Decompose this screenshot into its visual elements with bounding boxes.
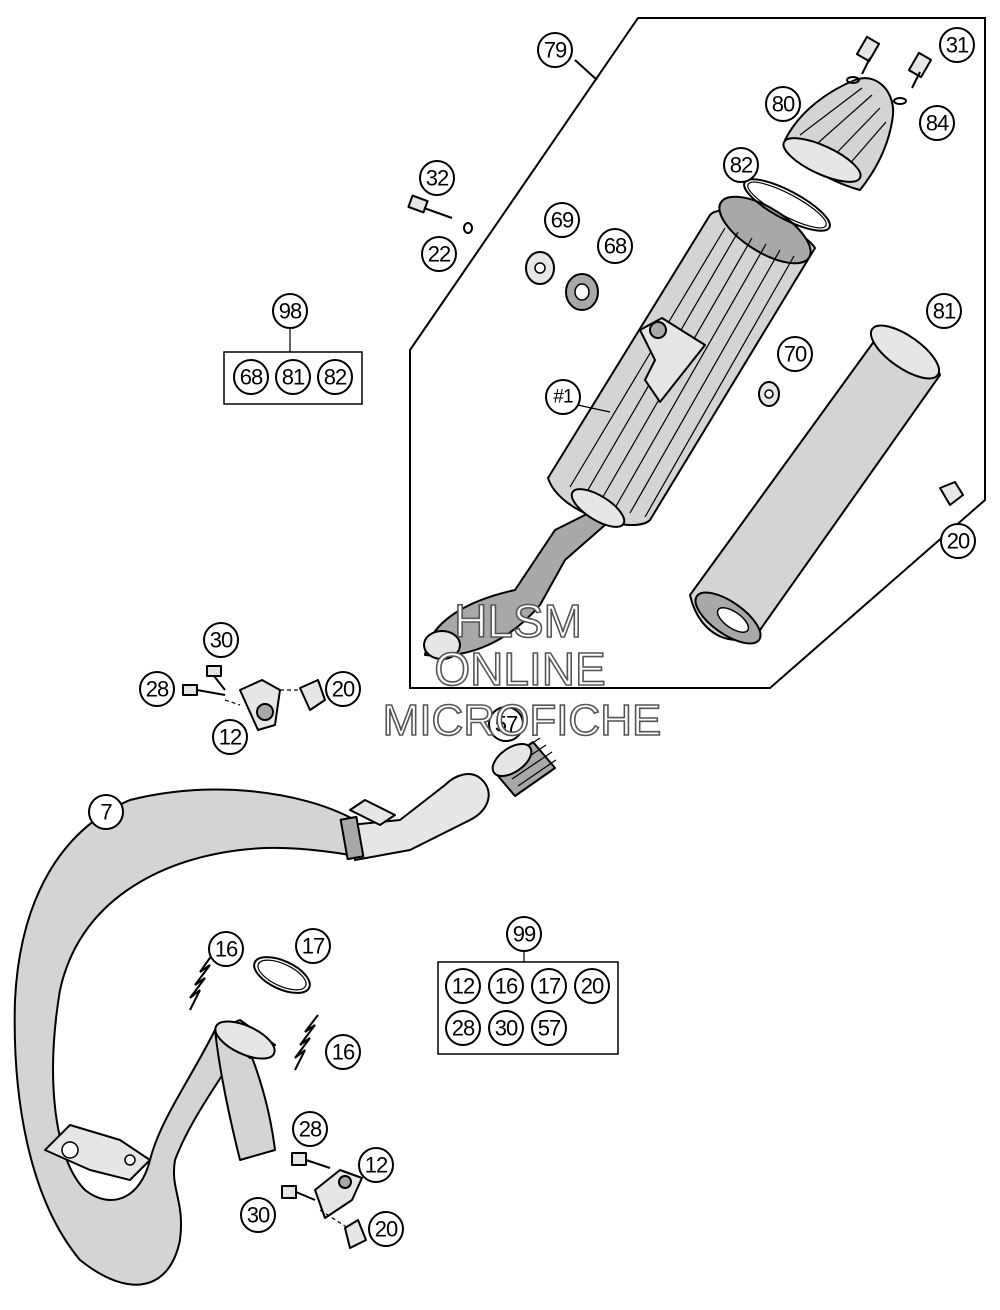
watermark-line1: HLSM xyxy=(454,595,582,647)
callout-32: 32 xyxy=(419,160,455,196)
svg-text:81: 81 xyxy=(282,365,305,390)
kit-99-item: 17 xyxy=(531,968,567,1004)
exhaust-pipe xyxy=(13,773,490,1286)
screws-upper xyxy=(407,35,964,506)
svg-text:81: 81 xyxy=(933,299,956,324)
svg-text:82: 82 xyxy=(324,365,347,390)
svg-text:30: 30 xyxy=(210,628,233,653)
svg-text:7: 7 xyxy=(100,800,112,825)
callout-20c: 20 xyxy=(368,1211,404,1247)
kit-98-label: 98 xyxy=(272,293,308,329)
svg-text:28: 28 xyxy=(146,677,169,702)
kit-99-item: 12 xyxy=(445,968,481,1004)
callout-16a: 16 xyxy=(208,931,244,967)
svg-text:28: 28 xyxy=(299,1117,322,1142)
callout-28b: 28 xyxy=(292,1111,328,1147)
svg-text:16: 16 xyxy=(215,937,238,962)
callout-30b: 30 xyxy=(240,1197,276,1233)
callout-68: 68 xyxy=(597,228,633,264)
kit-98-item: 81 xyxy=(275,359,311,395)
silencer-body xyxy=(423,195,816,660)
svg-text:12: 12 xyxy=(452,974,475,999)
svg-text:79: 79 xyxy=(544,38,567,63)
callout-57: 57 xyxy=(488,706,524,742)
svg-text:20: 20 xyxy=(332,677,355,702)
callout-80: 80 xyxy=(765,86,801,122)
svg-text:99: 99 xyxy=(513,922,536,947)
callout-20a: 20 xyxy=(940,523,976,559)
svg-text:80: 80 xyxy=(772,92,795,117)
svg-text:#1: #1 xyxy=(553,387,573,408)
callout-69: 69 xyxy=(544,202,580,238)
callout-12b: 12 xyxy=(358,1147,394,1183)
svg-text:17: 17 xyxy=(302,934,325,959)
watermark-line2: ONLINE xyxy=(434,643,605,695)
kit-99-label: 99 xyxy=(506,916,542,952)
callout-17: 17 xyxy=(295,928,331,964)
svg-text:16: 16 xyxy=(495,974,518,999)
svg-text:84: 84 xyxy=(926,111,949,136)
callout-12a: 12 xyxy=(212,719,248,755)
kit-98-item: 82 xyxy=(317,359,353,395)
sound-insulation xyxy=(689,324,941,645)
callout-31: 31 xyxy=(939,27,975,63)
kit-98: 98 68 81 82 xyxy=(223,293,363,405)
svg-text:70: 70 xyxy=(784,342,807,367)
svg-text:30: 30 xyxy=(247,1203,270,1228)
leader-79 xyxy=(574,59,598,81)
kit-98-item: 68 xyxy=(233,359,269,395)
kit-99-item: 30 xyxy=(488,1010,524,1046)
end-cap xyxy=(782,77,895,191)
svg-text:12: 12 xyxy=(365,1153,388,1178)
svg-text:57: 57 xyxy=(495,712,518,737)
kit-99-item: 28 xyxy=(445,1010,481,1046)
callout-7: 7 xyxy=(88,794,124,830)
callout-22: 22 xyxy=(421,236,457,272)
callout-79: 79 xyxy=(537,32,573,68)
watermark-line3: MICROFICHE xyxy=(383,696,662,745)
svg-text:12: 12 xyxy=(219,725,242,750)
svg-text:68: 68 xyxy=(240,365,263,390)
svg-text:31: 31 xyxy=(946,33,969,58)
svg-text:17: 17 xyxy=(538,974,561,999)
rubber-sleeve xyxy=(491,737,557,797)
svg-text:69: 69 xyxy=(551,208,574,233)
callout-20b: 20 xyxy=(325,671,361,707)
svg-text:98: 98 xyxy=(279,299,302,324)
kit-99-item: 16 xyxy=(488,968,524,1004)
silencer-group-outline xyxy=(409,17,986,689)
svg-text:57: 57 xyxy=(538,1016,561,1041)
kit-99-item: 20 xyxy=(574,968,610,1004)
bracket-lower xyxy=(281,1152,367,1249)
callout-30a: 30 xyxy=(203,622,239,658)
svg-text:30: 30 xyxy=(495,1016,518,1041)
callout-82: 82 xyxy=(723,147,759,183)
callout-84: 84 xyxy=(919,105,955,141)
svg-text:28: 28 xyxy=(452,1016,475,1041)
kit-99-item: 57 xyxy=(531,1010,567,1046)
flange-gasket xyxy=(253,956,311,994)
watermark: HLSM ONLINE MICROFICHE xyxy=(382,594,662,746)
svg-text:20: 20 xyxy=(375,1217,398,1242)
callout-28a: 28 xyxy=(139,671,175,707)
callout-81: 81 xyxy=(926,293,962,329)
kit-99: 99 12 16 17 20 28 30 57 xyxy=(437,916,619,1055)
callout-1: #1 xyxy=(545,379,581,415)
svg-text:68: 68 xyxy=(604,234,627,259)
callout-16b: 16 xyxy=(325,1034,361,1070)
svg-text:20: 20 xyxy=(581,974,604,999)
svg-text:82: 82 xyxy=(730,153,753,178)
springs xyxy=(189,954,319,1071)
svg-text:16: 16 xyxy=(332,1040,355,1065)
callout-70: 70 xyxy=(777,336,813,372)
svg-text:22: 22 xyxy=(428,242,451,267)
bracket-upper xyxy=(182,665,326,731)
svg-text:32: 32 xyxy=(426,166,449,191)
svg-text:20: 20 xyxy=(947,529,970,554)
